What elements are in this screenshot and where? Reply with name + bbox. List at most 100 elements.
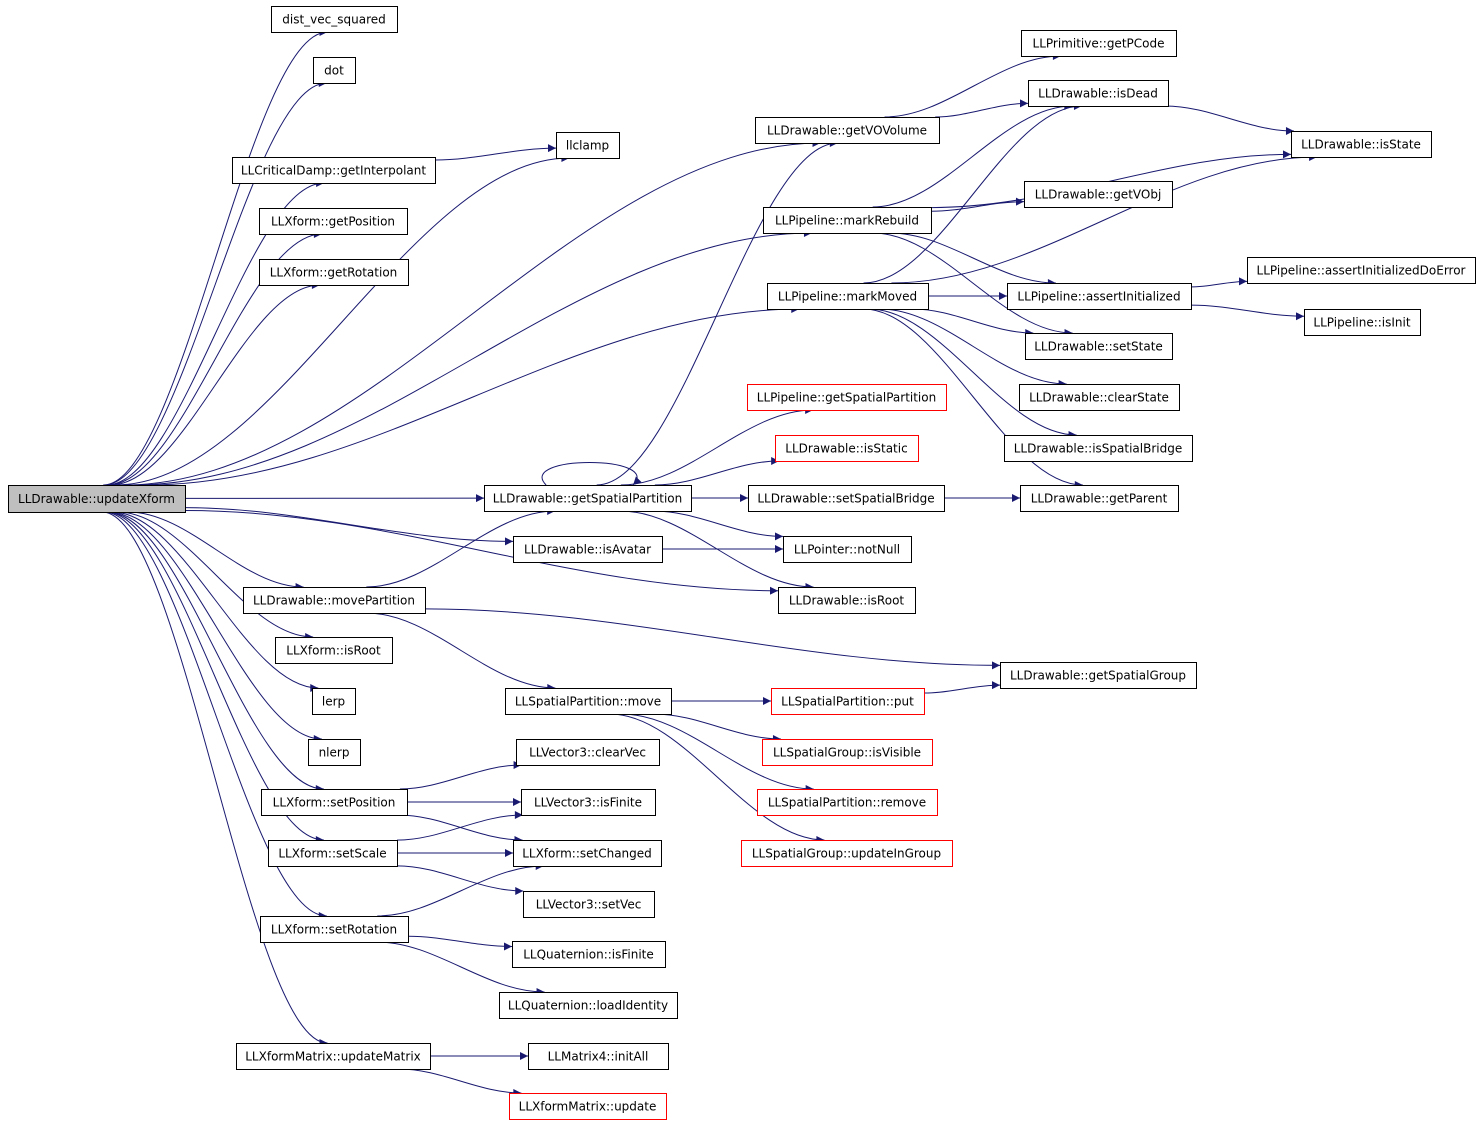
node-llclamp[interactable]: llclamp xyxy=(556,132,620,159)
node-xform-is-root[interactable]: LLXform::isRoot xyxy=(275,637,393,664)
node-set-vec[interactable]: LLVector3::setVec xyxy=(523,891,655,918)
node-box xyxy=(783,536,912,563)
node-sp-put[interactable]: LLSpatialPartition::put xyxy=(771,688,925,715)
edge-mark-moved-to-is-dead xyxy=(863,102,1082,284)
node-get-spatial-group[interactable]: LLDrawable::getSpatialGroup xyxy=(1000,662,1197,689)
edge-assert-initialized-to-assert-initialized-do-error xyxy=(1190,277,1248,288)
node-assert-initialized-do-error[interactable]: LLPipeline::assertInitializedDoError xyxy=(1247,257,1476,284)
node-is-visible[interactable]: LLSpatialGroup::isVisible xyxy=(762,739,933,766)
node-sp-remove[interactable]: LLSpatialPartition::remove xyxy=(757,789,938,816)
node-get-rotation[interactable]: LLXform::getRotation xyxy=(259,259,409,286)
node-label: LLVector3::isFinite xyxy=(534,796,642,810)
node-get-vovolume[interactable]: LLDrawable::getVOVolume xyxy=(755,117,940,144)
node-move-partition[interactable]: LLDrawable::movePartition xyxy=(243,587,426,614)
node-nlerp[interactable]: nlerp xyxy=(308,739,361,766)
node-set-position[interactable]: LLXform::setPosition xyxy=(261,789,408,816)
edge-move-partition-to-sp-move xyxy=(366,612,556,692)
node-is-root-drawable[interactable]: LLDrawable::isRoot xyxy=(778,587,916,614)
node-v3-is-finite[interactable]: LLVector3::isFinite xyxy=(521,789,656,816)
node-box xyxy=(259,208,408,235)
node-is-dead[interactable]: LLDrawable::isDead xyxy=(1028,80,1169,107)
node-get-parent[interactable]: LLDrawable::getParent xyxy=(1020,485,1179,512)
node-box xyxy=(312,688,356,715)
edge-update-xform-to-nlerp xyxy=(109,511,322,743)
edge-get-spatial-partition-to-is-static xyxy=(654,457,780,486)
node-label: LLDrawable::isAvatar xyxy=(524,543,651,557)
node-label: LLDrawable::getVObj xyxy=(1035,188,1162,202)
edge-mark-moved-to-set-state xyxy=(912,308,1034,337)
node-box xyxy=(261,789,408,816)
node-label: LLVector3::clearVec xyxy=(529,746,646,760)
node-set-changed[interactable]: LLXform::setChanged xyxy=(513,840,662,867)
node-is-avatar[interactable]: LLDrawable::isAvatar xyxy=(513,536,663,563)
node-label: LLXform::setChanged xyxy=(522,847,652,861)
node-lerp[interactable]: lerp xyxy=(312,688,356,715)
node-assert-initialized[interactable]: LLPipeline::assertInitialized xyxy=(1007,283,1192,310)
node-get-vobj[interactable]: LLDrawable::getVObj xyxy=(1024,181,1173,208)
edge-update-matrix-to-xm-update xyxy=(399,1068,522,1097)
node-box xyxy=(1019,384,1180,411)
node-is-init[interactable]: LLPipeline::isInit xyxy=(1304,309,1421,336)
node-box xyxy=(8,485,186,513)
node-set-state[interactable]: LLDrawable::setState xyxy=(1025,333,1173,360)
node-get-interpolant[interactable]: LLCriticalDamp::getInterpolant xyxy=(232,157,436,184)
node-dot[interactable]: dot xyxy=(313,57,356,84)
node-is-spatial-bridge[interactable]: LLDrawable::isSpatialBridge xyxy=(1004,435,1193,462)
node-sp-move[interactable]: LLSpatialPartition::move xyxy=(505,688,672,715)
node-init-all[interactable]: LLMatrix4::initAll xyxy=(528,1043,669,1070)
node-xm-update[interactable]: LLXformMatrix::update xyxy=(509,1093,667,1120)
node-label: LLDrawable::clearState xyxy=(1029,391,1169,405)
node-update-xform[interactable]: LLDrawable::updateXform xyxy=(8,485,186,513)
node-label: LLDrawable::isDead xyxy=(1038,87,1158,101)
node-set-scale[interactable]: LLXform::setScale xyxy=(268,840,398,867)
node-mark-moved[interactable]: LLPipeline::markMoved xyxy=(767,283,929,310)
node-is-state[interactable]: LLDrawable::isState xyxy=(1291,131,1432,158)
node-not-null[interactable]: LLPointer::notNull xyxy=(783,536,912,563)
edge-set-rotation-to-set-changed xyxy=(377,862,544,917)
edge-update-xform-to-get-position xyxy=(108,230,322,486)
node-pipe-get-spatial-partition[interactable]: LLPipeline::getSpatialPartition xyxy=(747,384,947,411)
node-update-matrix[interactable]: LLXformMatrix::updateMatrix xyxy=(236,1043,431,1070)
edge-update-xform-to-mark-moved xyxy=(146,305,800,486)
node-label: LLDrawable::isRoot xyxy=(789,594,905,608)
node-set-spatial-bridge[interactable]: LLDrawable::setSpatialBridge xyxy=(748,485,945,512)
node-label: LLXform::getPosition xyxy=(271,215,395,229)
node-mark-rebuild[interactable]: LLPipeline::markRebuild xyxy=(763,207,932,234)
node-update-in-group[interactable]: LLSpatialGroup::updateInGroup xyxy=(741,840,953,867)
node-dist-vec-squared[interactable]: dist_vec_squared xyxy=(271,6,398,33)
edge-update-xform-to-update-matrix xyxy=(102,511,328,1047)
node-box xyxy=(509,1093,667,1120)
node-clear-vec[interactable]: LLVector3::clearVec xyxy=(516,739,660,766)
node-clear-state[interactable]: LLDrawable::clearState xyxy=(1019,384,1180,411)
node-q-is-finite[interactable]: LLQuaternion::isFinite xyxy=(512,941,666,968)
node-label: LLXform::setPosition xyxy=(273,796,396,810)
node-box xyxy=(1024,181,1173,208)
node-label: lerp xyxy=(322,695,345,709)
node-box xyxy=(232,157,436,184)
edge-mark-moved-to-get-parent xyxy=(863,308,1083,489)
node-get-spatial-partition[interactable]: LLDrawable::getSpatialPartition xyxy=(484,485,692,512)
node-box xyxy=(771,688,925,715)
node-label: LLMatrix4::initAll xyxy=(548,1050,649,1064)
edge-assert-initialized-to-is-init xyxy=(1190,304,1305,321)
node-box xyxy=(1021,30,1177,57)
edge-update-xform-to-lerp xyxy=(112,511,319,692)
node-label: LLQuaternion::isFinite xyxy=(523,948,654,962)
edge-move-partition-to-get-spatial-group xyxy=(424,608,1001,670)
edge-update-xform-to-xform-is-root xyxy=(117,511,314,641)
node-box xyxy=(763,207,932,234)
node-label: LLDrawable::getSpatialPartition xyxy=(493,492,683,506)
node-label: dot xyxy=(324,64,344,78)
edge-update-xform-to-dist-vec-squared xyxy=(103,28,328,486)
node-load-identity[interactable]: LLQuaternion::loadIdentity xyxy=(499,992,678,1019)
node-set-rotation[interactable]: LLXform::setRotation xyxy=(260,916,409,943)
node-label: LLDrawable::getVOVolume xyxy=(767,124,927,138)
node-box xyxy=(1028,80,1169,107)
edge-set-rotation-to-q-is-finite xyxy=(407,935,513,951)
node-box xyxy=(313,57,356,84)
node-is-static[interactable]: LLDrawable::isStatic xyxy=(775,435,919,462)
node-get-pcode[interactable]: LLPrimitive::getPCode xyxy=(1021,30,1177,57)
node-box xyxy=(747,384,947,411)
node-get-position[interactable]: LLXform::getPosition xyxy=(259,208,408,235)
